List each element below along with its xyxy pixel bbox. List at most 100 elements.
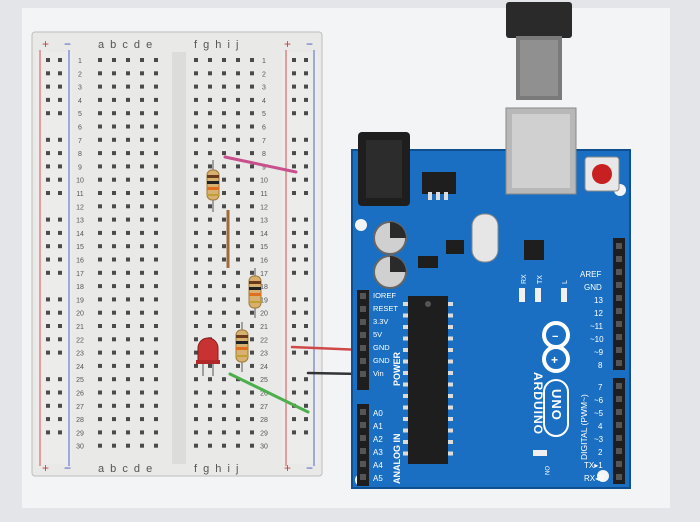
wire-red-5v[interactable] (290, 345, 364, 352)
breadboard-hole (154, 443, 158, 448)
pin-label-a2: A2 (373, 435, 383, 444)
crystal (471, 213, 499, 263)
analog-header-socket (357, 404, 369, 486)
header-pin-hole[interactable] (616, 347, 622, 353)
pin-label-gnd-2: GND (373, 356, 390, 365)
breadboard-hole (194, 324, 198, 328)
header-pin-hole[interactable] (616, 383, 622, 389)
breadboard-hole (140, 390, 144, 395)
header-pin-hole[interactable] (360, 422, 366, 428)
breadboard-hole (140, 443, 144, 448)
row-number-label: 19 (260, 297, 268, 304)
rail-hole (304, 97, 308, 102)
header-pin-hole[interactable] (360, 293, 366, 299)
reset-button-cap[interactable] (592, 164, 612, 184)
rail-hole (58, 84, 62, 89)
row-number-label: 10 (260, 178, 268, 185)
breadboard-hole (154, 430, 158, 435)
breadboard-hole (98, 350, 102, 355)
breadboard-hole (194, 297, 198, 302)
header-pin-hole[interactable] (360, 435, 366, 441)
breadboard-hole (222, 177, 226, 182)
chip-leg (448, 359, 453, 364)
header-pin-hole[interactable] (616, 321, 622, 327)
row-number-label: 23 (260, 351, 268, 358)
row-number-label: 26 (260, 391, 268, 398)
breadboard-hole (140, 164, 144, 169)
header-pin-hole[interactable] (616, 243, 622, 249)
rail-hole (292, 270, 296, 275)
header-pin-hole[interactable] (360, 319, 366, 325)
digital-header-label: DIGITAL (PWM~) (579, 394, 589, 460)
header-pin-hole[interactable] (360, 474, 366, 480)
breadboard-hole (98, 58, 102, 62)
rail-hole (304, 111, 308, 116)
header-pin-hole[interactable] (360, 409, 366, 415)
wire-pink[interactable] (223, 155, 298, 174)
header-pin-hole[interactable] (616, 409, 622, 415)
breadboard-hole (126, 324, 130, 328)
header-pin-hole[interactable] (616, 448, 622, 454)
header-pin-hole[interactable] (616, 474, 622, 480)
row-number-label: 29 (260, 430, 268, 437)
resistor-2[interactable] (248, 268, 262, 318)
on-led (533, 450, 547, 456)
rail-hole (58, 58, 62, 62)
breadboard-hole (194, 377, 198, 382)
l-led (561, 288, 567, 302)
header-pin-hole[interactable] (616, 422, 622, 428)
header-pin-hole[interactable] (616, 334, 622, 340)
rail-hole (58, 403, 62, 408)
rail-hole (46, 430, 50, 435)
header-pin-hole[interactable] (616, 269, 622, 275)
rail-hole (46, 244, 50, 249)
pin-label-a4: A4 (373, 461, 383, 470)
header-pin-hole[interactable] (360, 332, 366, 338)
breadboard-hole (126, 363, 130, 368)
rail-hole (46, 164, 50, 169)
breadboard-hole (140, 310, 144, 315)
breadboard-hole (140, 337, 144, 342)
breadboard-hole (222, 297, 226, 302)
header-pin-hole[interactable] (616, 256, 622, 262)
breadboard-hole (250, 363, 254, 368)
breadboard-hole (154, 204, 158, 209)
breadboard-hole (222, 284, 226, 289)
rail-hole (304, 84, 308, 89)
breadboard-hole (98, 217, 102, 222)
wire-green[interactable] (228, 372, 310, 414)
header-pin-hole[interactable] (616, 461, 622, 467)
header-pin-hole[interactable] (360, 461, 366, 467)
chip-leg (403, 302, 408, 306)
rail-hole (46, 111, 50, 116)
header-pin-hole[interactable] (616, 435, 622, 441)
breadboard-hole (236, 97, 240, 102)
header-pin-hole[interactable] (616, 295, 622, 301)
row-number-label: 18 (76, 284, 84, 291)
rail-hole (58, 377, 62, 382)
header-pin-hole[interactable] (360, 371, 366, 377)
rail-hole (58, 230, 62, 235)
header-pin-hole[interactable] (616, 396, 622, 402)
row-number-label: 8 (262, 151, 266, 158)
breadboard-hole (126, 377, 130, 382)
breadboard-hole (126, 297, 130, 302)
resistor-1[interactable] (206, 160, 220, 212)
breadboard-hole (154, 324, 158, 328)
header-pin-hole[interactable] (360, 448, 366, 454)
resistor-3[interactable] (235, 322, 249, 372)
pin-label-13: 13 (594, 296, 603, 305)
header-pin-hole[interactable] (360, 345, 366, 351)
breadboard-hole (208, 164, 212, 169)
red-led[interactable] (196, 337, 220, 376)
rail-hole (58, 350, 62, 355)
breadboard-hole (208, 390, 212, 395)
breadboard-hole (208, 124, 212, 129)
breadboard-hole (112, 191, 116, 195)
header-pin-hole[interactable] (360, 358, 366, 364)
header-pin-hole[interactable] (616, 308, 622, 314)
header-pin-hole[interactable] (360, 306, 366, 312)
header-pin-hole[interactable] (616, 282, 622, 288)
header-pin-hole[interactable] (616, 360, 622, 366)
rail-hole (304, 403, 308, 408)
